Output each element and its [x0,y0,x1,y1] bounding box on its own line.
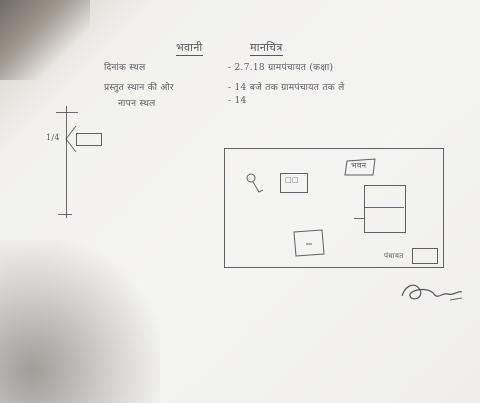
signature-scribble [401,284,463,301]
scale-axis-line [66,106,67,218]
map-tall-block-divider [364,207,404,208]
note-row-1-label: दिनांक स्थल [104,63,146,73]
map-top-right-label: भवन [351,161,367,170]
map-frame [224,148,444,268]
hand-shadow [0,240,160,403]
title-right: मानचित्र [250,41,283,56]
scale-box [76,133,102,146]
map-label-box-icon [344,158,376,176]
map-building-small [280,173,308,193]
note-row-3-value: - 14 [228,96,247,106]
map-tall-block [364,185,406,233]
location-pin-icon [246,173,264,193]
page-corner-shadow [0,0,90,80]
note-row-1-value: - 2.7.18 ग्रामपंचायत (कक्षा) [228,63,334,73]
map-bottom-right-box [412,248,438,264]
scale-axis-top-tick [56,112,78,113]
note-row-3-label: नापन स्थल [118,99,156,109]
scale-bracket-icon [65,125,77,153]
map-building-tilted-icon [293,229,325,257]
scale-label: 1/4 [46,133,60,142]
note-row-2-value: - 14 बजे तक ग्रामपंचायत तक ले [228,83,345,93]
note-row-2-label: प्रस्तुत स्थान की ओर [104,83,174,93]
map-bottom-right-label: पंचायत [384,252,404,260]
scale-axis-bottom-tick [58,214,72,215]
title-left: भवानी [176,41,203,56]
map-building-small-marks: □□ [285,176,299,184]
map-tall-block-tick [354,218,364,219]
